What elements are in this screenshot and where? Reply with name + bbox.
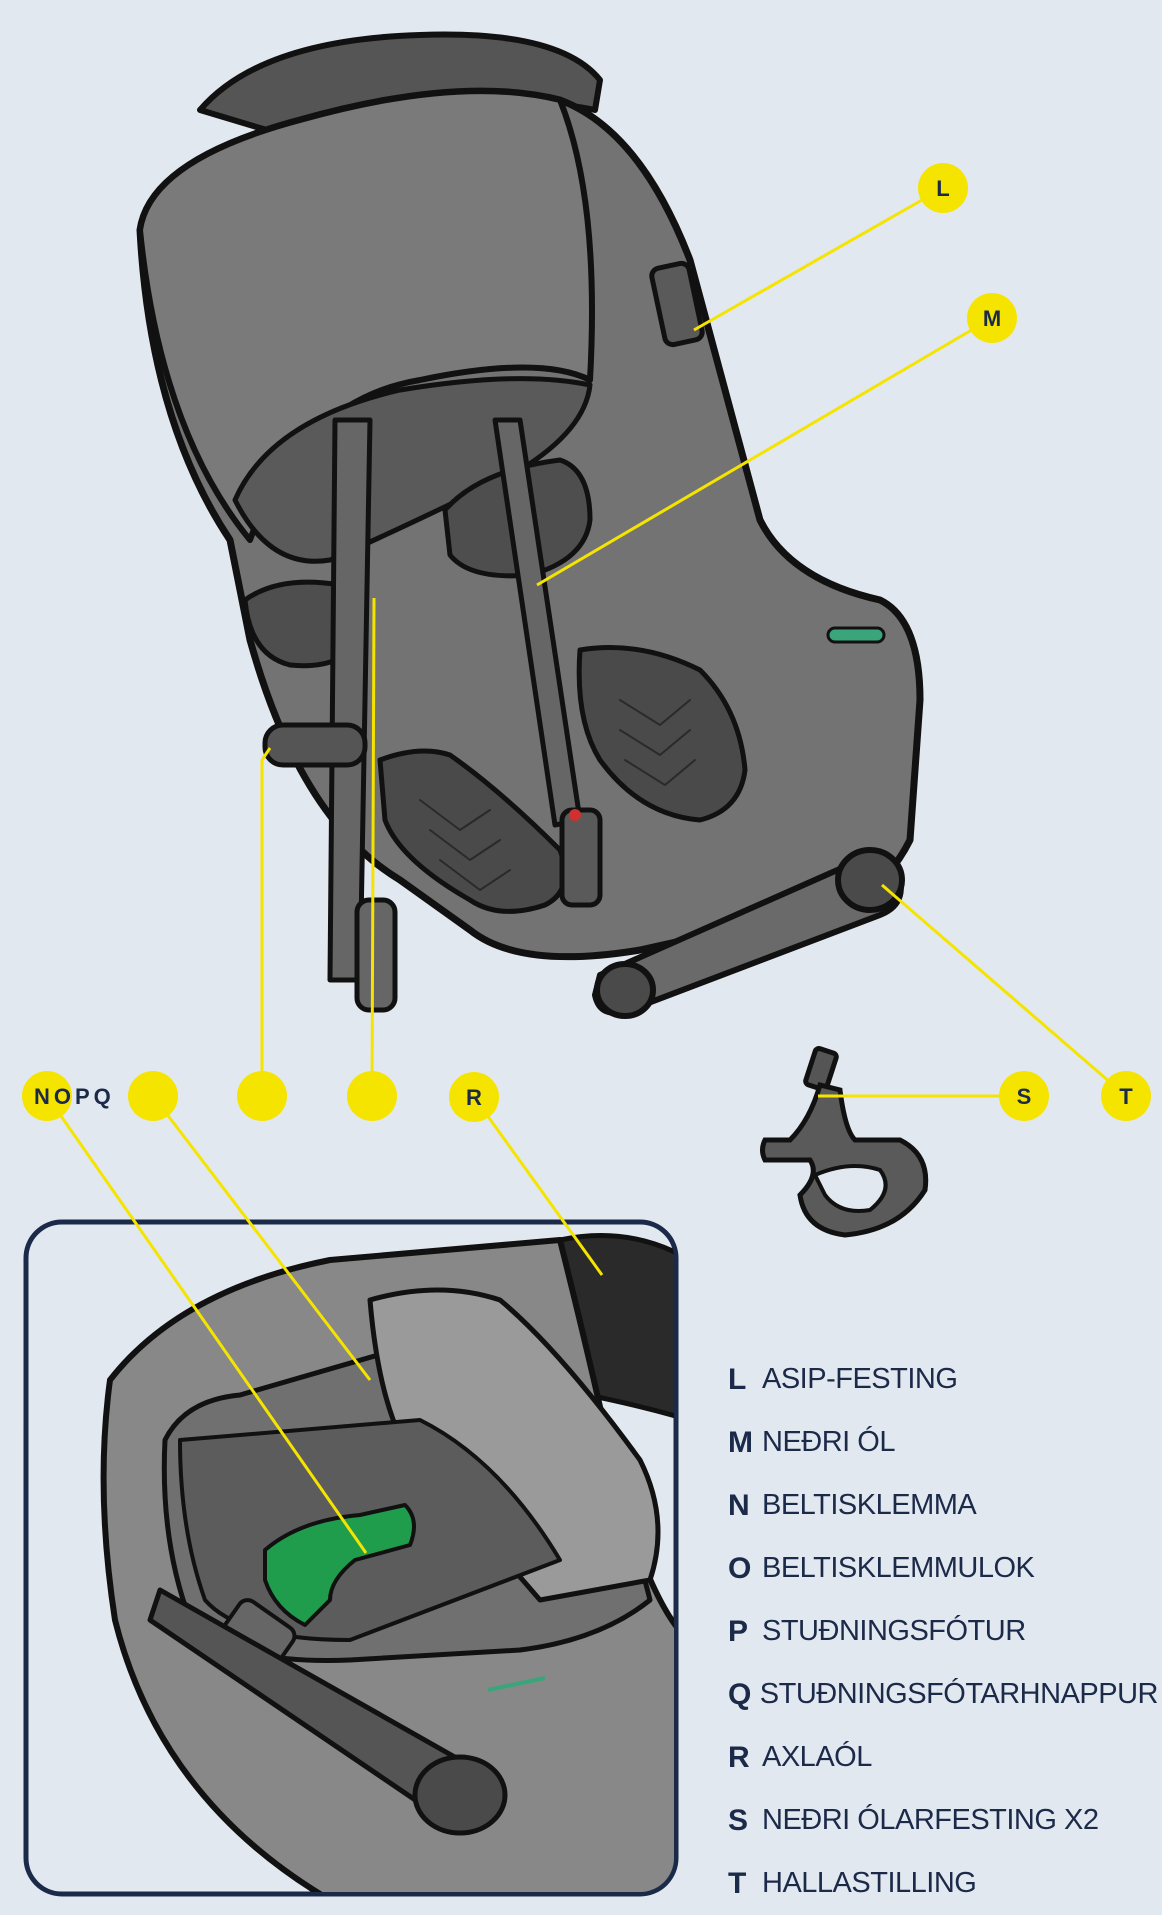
- callout-line-blank3: [370, 597, 376, 1097]
- legend-letter: S: [728, 1803, 748, 1837]
- legend-item-S: S NEÐRI ÓLARFESTING X2: [728, 1789, 1158, 1852]
- callout-marker-blank2: [237, 1071, 287, 1121]
- legend-item-T: T HALLASTILLING: [728, 1852, 1158, 1915]
- legend-item-R: R AXLAÓL: [728, 1726, 1158, 1789]
- callout-marker-M: M: [967, 293, 1017, 343]
- callout-marker-R: R: [449, 1072, 499, 1122]
- legend-item-O: O BELTISKLEMMULOK: [728, 1537, 1158, 1600]
- legend-text: NEÐRI ÓL: [762, 1426, 895, 1458]
- legend-text: AXLAÓL: [762, 1741, 872, 1773]
- callout-marker-blank3: [347, 1071, 397, 1121]
- callout-line-blank2: [260, 747, 272, 1096]
- lower-strap-attachment-illustration: [760, 1046, 929, 1238]
- callout-marker-T: T: [1101, 1071, 1151, 1121]
- callout-marker-L: L: [918, 163, 968, 213]
- legend-letter: L: [728, 1362, 746, 1396]
- callout-marker-NOPQ: NOPQ: [22, 1071, 115, 1121]
- marker-label-L: L: [936, 176, 949, 201]
- marker-label-T: T: [1119, 1084, 1133, 1109]
- legend-text: ASIP-FESTING: [762, 1363, 958, 1395]
- legend-item-N: N BELTISKLEMMA: [728, 1474, 1158, 1537]
- marker-label-M: M: [983, 306, 1001, 331]
- legend-item-L: L ASIP-FESTING: [728, 1348, 1158, 1411]
- marker-label-R: R: [466, 1085, 482, 1110]
- marker-label-S: S: [1017, 1084, 1032, 1109]
- legend-letter: N: [728, 1488, 750, 1522]
- legend-text: STUÐNINGSFÓTARHNAPPUR: [759, 1678, 1159, 1710]
- legend-letter: P: [728, 1614, 748, 1648]
- legend-letter: M: [728, 1425, 753, 1459]
- callout-line-L: [693, 186, 944, 332]
- car-seat-illustration: [136, 31, 924, 1019]
- legend-text: BELTISKLEMMA: [762, 1489, 977, 1521]
- legend-text: STUÐNINGSFÓTUR: [762, 1615, 1026, 1647]
- legend-item-M: M NEÐRI ÓL: [728, 1411, 1158, 1474]
- callout-lines: [45, 186, 1127, 1554]
- callout-line-blank1: [151, 1095, 372, 1381]
- legend-text: HALLASTILLING: [762, 1867, 977, 1899]
- marker-label-NOPQ: NOPQ: [34, 1084, 115, 1109]
- buckle-detail-inset: [23, 1219, 679, 1897]
- callout-line-NOPQ: [45, 1095, 368, 1554]
- legend-item-Q: Q STUÐNINGSFÓTARHNAPPUR: [728, 1663, 1159, 1726]
- legend-letter: T: [728, 1866, 746, 1900]
- callout-line-T: [881, 883, 1127, 1098]
- parts-legend: L ASIP-FESTING M NEÐRI ÓL N BELTISKLEMMA…: [728, 1348, 1159, 1915]
- legend-text: BELTISKLEMMULOK: [762, 1552, 1035, 1584]
- legend-letter: Q: [728, 1677, 751, 1711]
- callout-line-M: [536, 316, 993, 587]
- legend-letter: O: [728, 1551, 751, 1585]
- callout-marker-S: S: [999, 1071, 1049, 1121]
- callout-line-R: [472, 1096, 604, 1276]
- legend-item-P: P STUÐNINGSFÓTUR: [728, 1600, 1158, 1663]
- legend-letter: R: [728, 1740, 750, 1774]
- callout-marker-blank1: [128, 1071, 178, 1121]
- legend-text: NEÐRI ÓLARFESTING X2: [762, 1804, 1099, 1836]
